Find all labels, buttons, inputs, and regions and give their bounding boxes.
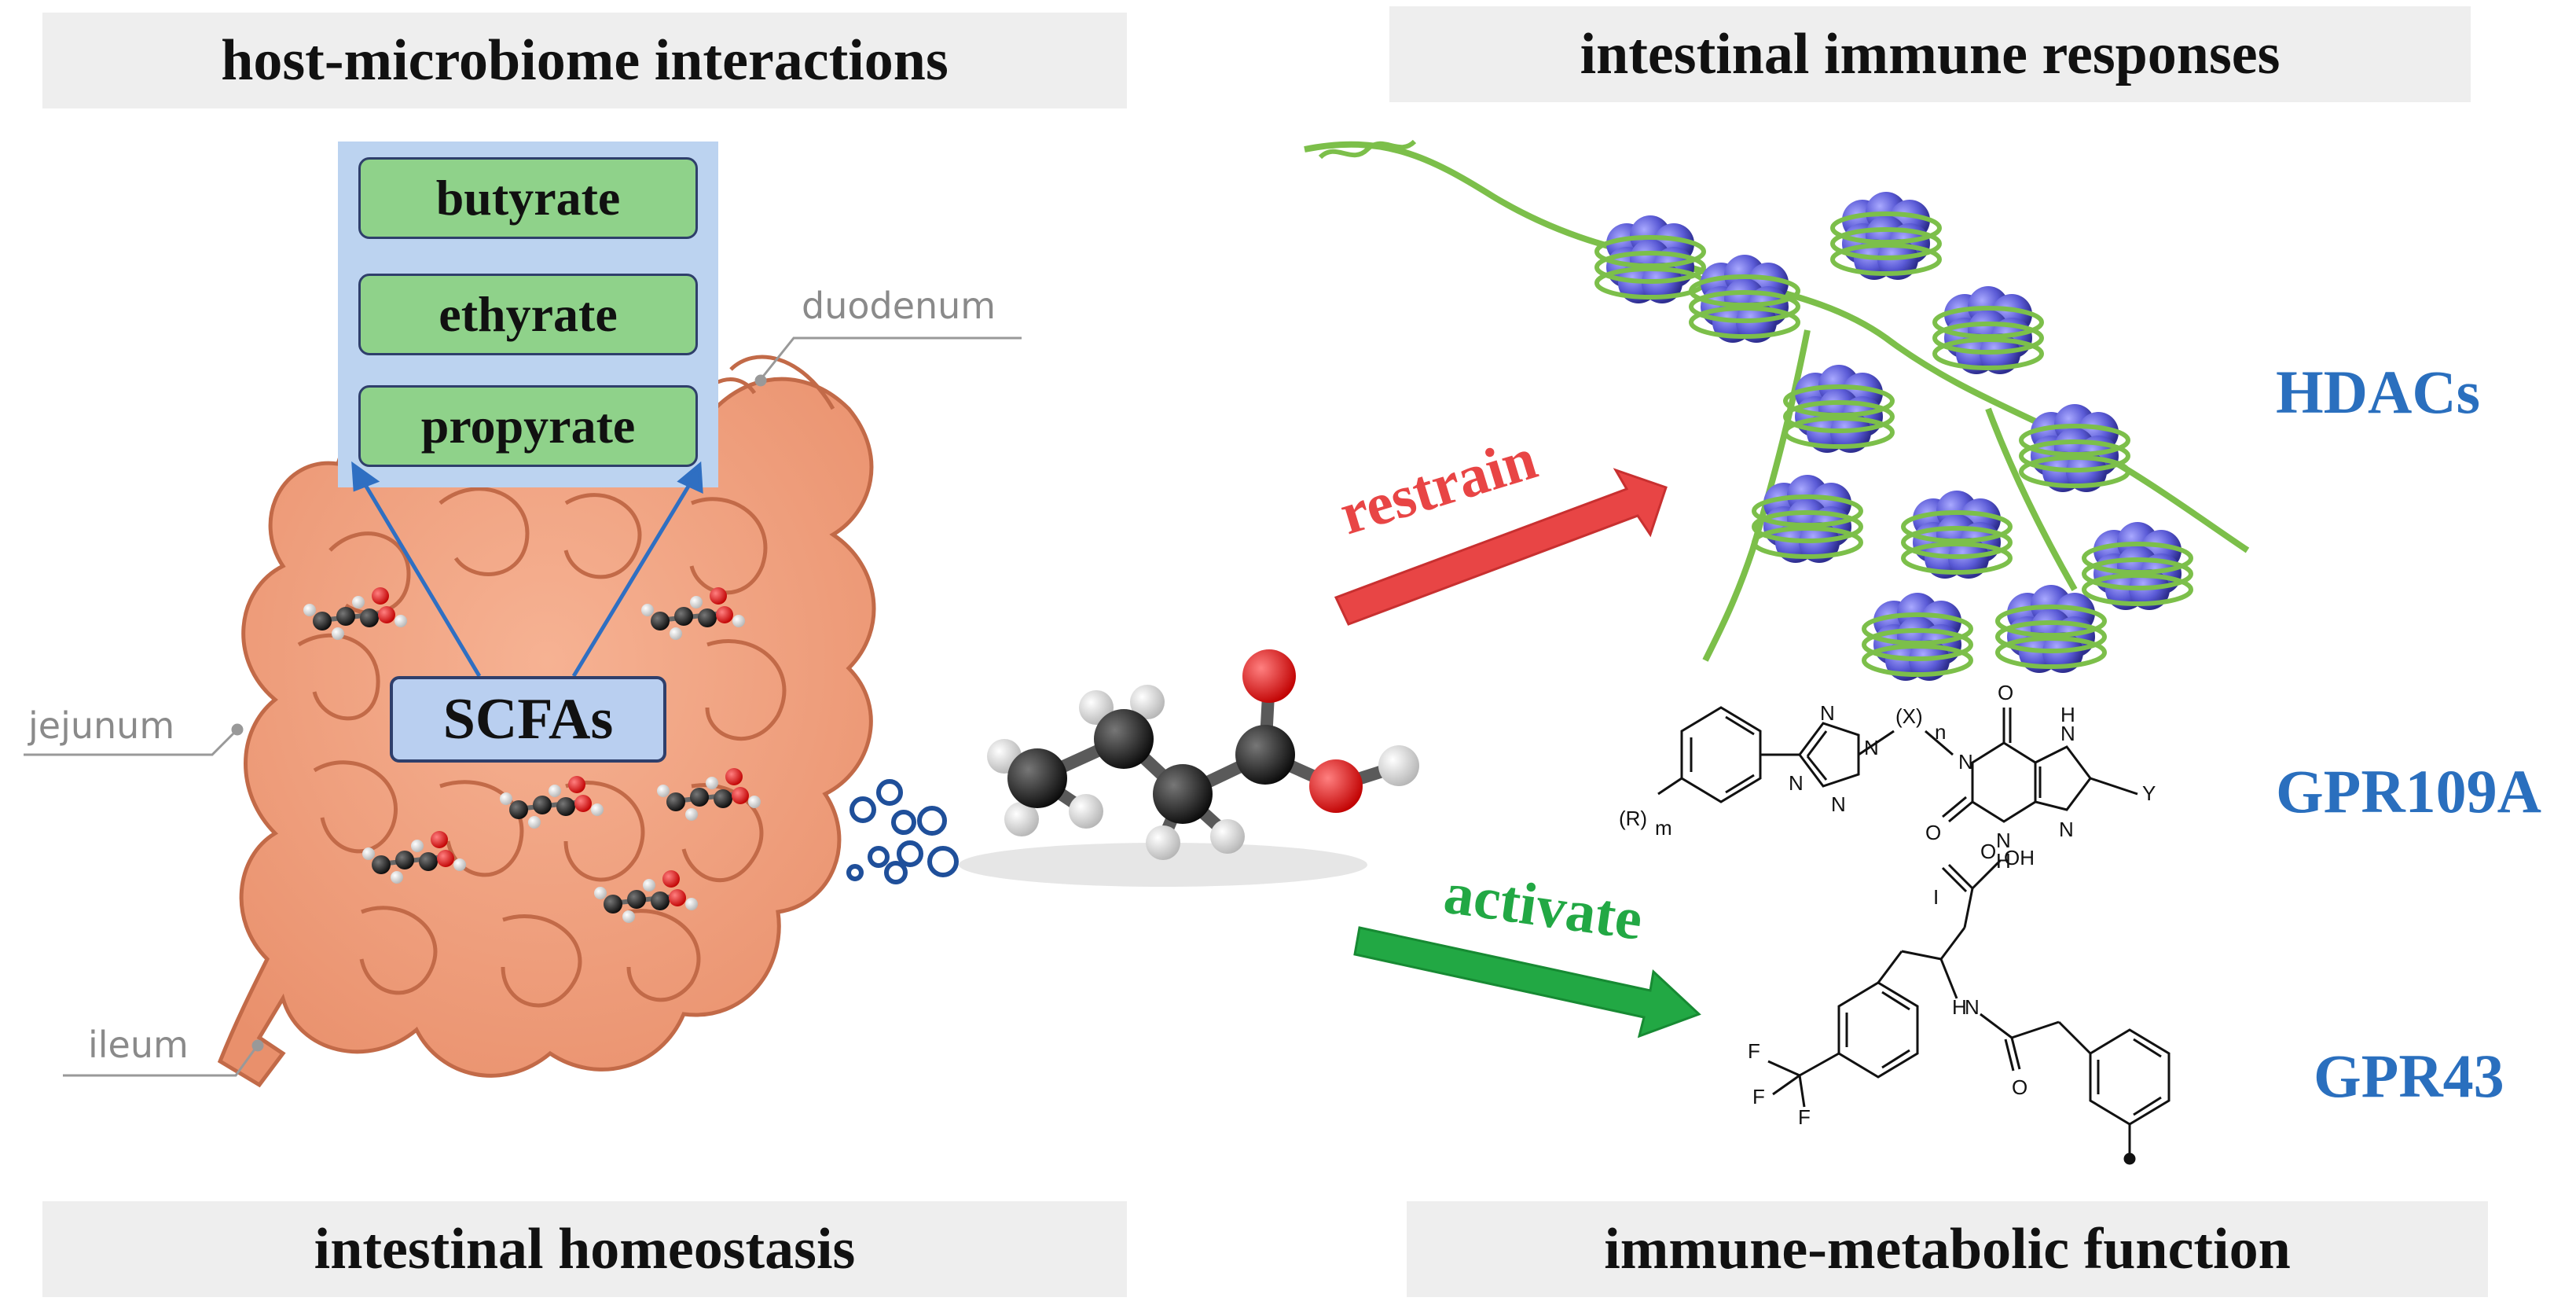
nucleosome <box>1752 475 1863 563</box>
small-butyrate-molecules <box>303 587 761 923</box>
restrain-arrow <box>1334 468 1668 626</box>
gpr43-atom-labels: O OH F F F H N O <box>1748 840 2035 1129</box>
scfa-type-propyrate: propyrate <box>358 385 698 467</box>
svg-text:N: N <box>1965 995 1980 1019</box>
nucleosome <box>1862 593 1973 681</box>
nucleosome <box>1932 286 2044 374</box>
nucleosome <box>1901 491 2013 579</box>
activate-arrow <box>1353 926 1701 1038</box>
jejunum-leader <box>24 723 244 756</box>
gpr43-ligand-structure <box>1767 859 2171 1165</box>
banner-host-microbiome: host-microbiome interactions <box>42 13 1127 108</box>
svg-text:H: H <box>1952 995 1967 1019</box>
nucleosome <box>1830 192 1942 280</box>
scfa-type-ethyrate: ethyrate <box>358 274 698 355</box>
butyric-acid-molecule <box>959 649 1419 887</box>
nucleosome <box>2082 522 2193 610</box>
svg-text:N: N <box>1789 771 1804 795</box>
gpr109a-ligand-structure <box>1657 706 2138 823</box>
activate-label: activate <box>1440 860 1646 953</box>
svg-text:N: N <box>1820 701 1835 725</box>
scfa-to-types-arrows <box>351 461 703 678</box>
gpr109a-atom-labels: (R) m N N N N (X) n O N O N H N H N Y I <box>1619 681 2156 909</box>
svg-text:H: H <box>1996 849 2011 873</box>
scfa-label-box: SCFAs <box>390 676 666 763</box>
nucleosome <box>1594 215 1706 303</box>
banner-immune-metabolic: immune-metabolic function <box>1407 1201 2488 1297</box>
nucleosome-cluster <box>1594 192 2193 681</box>
svg-text:m: m <box>1655 816 1672 840</box>
svg-text:Y: Y <box>2142 781 2156 805</box>
svg-text:O: O <box>1998 681 2013 704</box>
ileum-leader <box>63 1039 264 1077</box>
svg-text:F: F <box>1752 1085 1765 1108</box>
svg-text:O: O <box>1925 821 1941 844</box>
svg-text:H: H <box>2060 703 2075 726</box>
scfa-type-butyrate: butyrate <box>358 157 698 239</box>
target-gpr109a: GPR109A <box>2276 757 2541 825</box>
bubbles <box>846 779 959 884</box>
banner-intestinal-immune: intestinal immune responses <box>1389 6 2471 102</box>
svg-text:O: O <box>2012 1075 2027 1099</box>
target-gpr43: GPR43 <box>2314 1042 2504 1110</box>
svg-text:N: N <box>1958 750 1973 774</box>
banner-intestinal-homeostasis: intestinal homeostasis <box>42 1201 1127 1297</box>
svg-text:F: F <box>1748 1039 1760 1063</box>
jejunum-label: jejunum <box>28 704 175 747</box>
nucleosome <box>1689 255 1800 343</box>
duodenum-leader <box>754 336 1022 387</box>
svg-text:(R): (R) <box>1619 807 1647 830</box>
svg-text:N: N <box>2060 722 2075 745</box>
svg-text:N: N <box>1864 736 1879 759</box>
nucleosome <box>2019 404 2130 492</box>
duodenum-label: duodenum <box>802 285 996 327</box>
svg-text:O: O <box>1980 840 1996 863</box>
ileum-label: ileum <box>88 1024 189 1066</box>
svg-text:N: N <box>1831 792 1846 816</box>
nucleosome <box>1783 365 1895 453</box>
nucleosome <box>1995 585 2107 673</box>
svg-text:OH: OH <box>2004 846 2035 869</box>
svg-text:(X): (X) <box>1895 704 1923 728</box>
svg-text:F: F <box>1798 1105 1811 1129</box>
svg-text:I: I <box>1933 885 1939 909</box>
svg-text:n: n <box>1935 720 1946 744</box>
svg-text:N: N <box>2059 818 2074 841</box>
target-hdacs: HDACs <box>2276 358 2481 426</box>
svg-text:N: N <box>1996 829 2011 852</box>
restrain-label: restrain <box>1332 425 1543 547</box>
